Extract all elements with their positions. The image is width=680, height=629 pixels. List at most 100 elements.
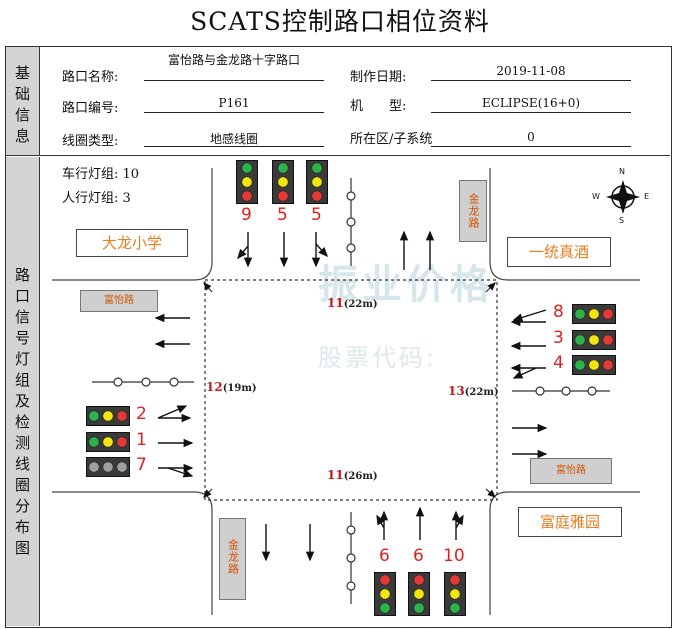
group-number: 3 (553, 328, 564, 348)
date-value: 2019-11-08 (431, 64, 631, 81)
signal-east-2 (572, 330, 616, 354)
signal-lamp (379, 574, 391, 586)
signal-lamp (102, 461, 114, 473)
ped-detector (561, 386, 571, 396)
signal-lamp (574, 359, 586, 371)
compass-n: N (619, 167, 625, 176)
ped-detector (141, 377, 151, 387)
lane-arrows (154, 230, 548, 562)
signal-lamp (574, 334, 586, 346)
detector-east-length: (22m) (464, 387, 499, 398)
detector-east: 13(22m) (448, 384, 499, 398)
signal-lamp (379, 588, 391, 600)
signal-lamp (602, 334, 614, 346)
lane-arrow-south-1-turn (376, 514, 385, 529)
traffic-signal-icon (272, 160, 294, 204)
signal-lamp (588, 308, 600, 320)
signal-lamp (88, 410, 100, 422)
signal-west-1 (86, 406, 130, 430)
lane-arrow-north-3-turn (315, 243, 328, 258)
signal-south-2 (408, 572, 430, 620)
traffic-signal-icon (408, 572, 430, 616)
side-header-layout: 路口信号灯组及检测线圈分布图 (6, 157, 40, 626)
traffic-signal-icon (236, 160, 258, 204)
signal-north-3 (306, 160, 328, 208)
signal-lamp (588, 359, 600, 371)
district-label: 所在区/子系统 (350, 132, 433, 147)
signal-lamp (413, 602, 425, 614)
side-label-layout: 路口信号灯组及检测线圈分布图 (13, 267, 31, 561)
detector-corner-arrow (485, 488, 496, 498)
lane-arrow-west-3-turn (167, 467, 194, 478)
signal-lamp (602, 308, 614, 320)
detector-corner-arrow (485, 282, 496, 293)
ped-crossings (92, 178, 610, 604)
curb-nw (52, 168, 213, 281)
ped-detector (169, 377, 179, 387)
traffic-signal-icon (444, 572, 466, 616)
model-value: ECLIPSE(16+0) (431, 96, 631, 113)
place-se: 富庭雅园 (518, 507, 622, 537)
detector-west-length: (19m) (222, 383, 257, 394)
watermark-subtext: 股票代码: (318, 344, 438, 372)
detector-west-num: 12 (206, 380, 223, 394)
ped-detector (346, 553, 356, 563)
signal-lamp (413, 574, 425, 586)
name-label: 路口名称: (62, 70, 119, 85)
signal-lamp (413, 588, 425, 600)
street-east: 富怡路 (530, 458, 612, 484)
lane-arrow-west-1 (157, 405, 188, 419)
signal-lamp (311, 176, 323, 188)
traffic-signal-icon (374, 572, 396, 616)
signal-lamp (241, 190, 253, 202)
signal-north-2 (272, 160, 294, 208)
signal-north-1 (236, 160, 258, 208)
signal-west-2 (86, 432, 130, 456)
traffic-signal-icon (572, 355, 616, 375)
group-number: 4 (553, 353, 564, 373)
signal-east-1 (572, 304, 616, 328)
signal-lamp (241, 176, 253, 188)
group-number: 6 (379, 546, 390, 566)
compass-s: S (619, 216, 625, 225)
traffic-signal-icon (86, 457, 130, 477)
signal-lamp (277, 190, 289, 202)
detector-south-length: (26m) (343, 471, 378, 482)
street-north-label: 金龙路 (467, 193, 480, 229)
coil-value: 地感线圈 (144, 130, 324, 147)
pedestrian-group-count: 人行灯组: 3 (62, 191, 131, 206)
signal-lamp (588, 334, 600, 346)
code-value: P161 (144, 96, 324, 113)
street-south: 金龙路 (219, 518, 246, 600)
detector-south-num: 11 (327, 468, 344, 482)
group-number: 10 (443, 546, 465, 566)
traffic-signal-icon (86, 406, 130, 426)
side-label-basic: 基础信息 (13, 65, 31, 149)
curb-sw (52, 491, 213, 615)
ped-detector (535, 386, 545, 396)
ped-detector (346, 217, 356, 227)
detector-corner-arrow (203, 488, 213, 498)
group-number: 5 (277, 205, 288, 225)
ped-detector (113, 377, 123, 387)
detection-zone (204, 279, 498, 501)
district-value: 0 (431, 130, 631, 147)
section-divider (6, 155, 670, 156)
signal-lamp (574, 308, 586, 320)
detector-west: 12(19m) (206, 380, 257, 394)
ped-detector (346, 191, 356, 201)
compass-e: E (644, 192, 650, 201)
detector-corner-arrows (203, 282, 496, 498)
signal-lamp (116, 461, 128, 473)
signal-lamp (449, 602, 461, 614)
page-title: SCATS控制路口相位资料 (190, 7, 490, 36)
lane-arrow-south-3-turn (455, 514, 464, 529)
detector-north: 11(22m) (327, 296, 378, 310)
ped-detector (587, 386, 597, 396)
group-number: 1 (136, 430, 147, 450)
street-north: 金龙路 (459, 180, 487, 242)
signal-lamp (241, 162, 253, 174)
ped-detector (346, 243, 356, 253)
signal-lamp (116, 410, 128, 422)
